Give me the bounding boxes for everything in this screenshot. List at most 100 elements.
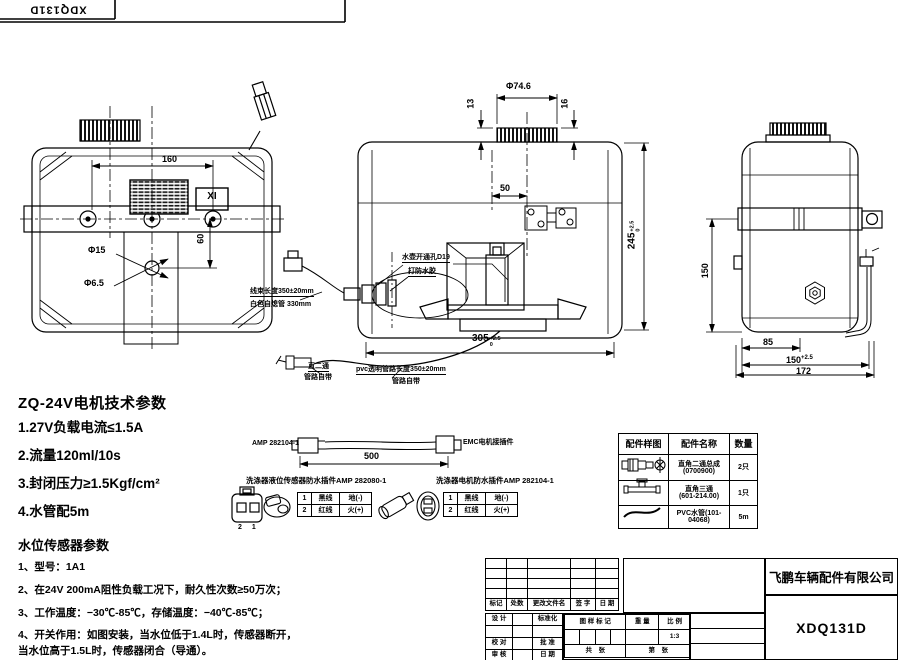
parts-header-qty: 数量 <box>729 433 758 455</box>
dim-60: 60 <box>195 233 206 244</box>
part-name-cell: PVC水管(101-04068) <box>668 505 730 529</box>
sensor-spec-item: 4、开关作用：如图安装，当水位低于1.4L时，传感器断开， <box>18 629 297 641</box>
cable-left-connector-label: AMP 282104-1 <box>252 440 299 447</box>
drawing-number-cell: XDQ131D <box>765 595 898 660</box>
pin-signal: 地(-) <box>339 492 372 505</box>
parts-table: 配件样图 配件名称 数量 直角二通总成(0700900) 2只 直角三通(601… <box>618 433 758 529</box>
dim-245-value: 245 <box>626 232 638 250</box>
sheet-index: 第 张 <box>625 644 691 658</box>
dim-85: 85 <box>763 337 774 347</box>
dim-172: 172 <box>796 366 812 376</box>
cable-right-connector-label: EMC电机接插件 <box>463 439 514 446</box>
motor-connector-title: 洗涤器电机防水插件AMP 282104-1 <box>436 476 554 485</box>
dim-13: 13 <box>465 98 476 109</box>
label-pvc-tube: pvc透明管路长度350±20mm <box>356 366 446 376</box>
part-name: PVC水管(101-04068) <box>676 510 722 524</box>
sensor-spec-item: 1、型号：1A1 <box>18 561 86 573</box>
weight-header: 重 量 <box>625 614 660 630</box>
mark-header: 图 样 标 记 <box>563 614 627 630</box>
pin-no: 2 <box>443 504 458 517</box>
corner-drawing-code: XDQ131D <box>29 3 87 16</box>
table-row <box>485 588 619 599</box>
label-harness-length: 线束长度350±20mm <box>250 288 314 298</box>
side-view <box>706 122 883 378</box>
parts-header-name: 配件名称 <box>668 433 730 455</box>
pin-signal: 火(+) <box>339 504 372 517</box>
sheet-corner-frame <box>0 0 346 23</box>
table-row: 1:3 <box>563 629 691 645</box>
table-row: 1 黑线 地(-) <box>297 492 372 505</box>
part-name: 直角二通总成 <box>678 460 720 468</box>
company-cell: 飞鹏车辆配件有限公司 <box>765 558 898 595</box>
detail-ref-xi: XI <box>207 191 217 202</box>
drawing-number: XDQ131D <box>796 619 867 636</box>
dim-150b-tol: +2.5 <box>801 355 813 361</box>
tol-dn: 0 <box>634 228 641 232</box>
motor-specs-title: ZQ-24V电机技术参数 <box>18 395 167 412</box>
table-row: 图 样 标 记 重 量 比 例 <box>563 614 691 630</box>
sheet-total: 共 张 <box>563 644 627 658</box>
motor-spec-item: 1.27V负载电流≤1.5A <box>18 420 144 435</box>
table-row: 设 计 标准化 <box>485 613 563 626</box>
dia-cap-74-6: Φ74.6 <box>506 81 531 91</box>
pin-wire: 黑线 <box>311 492 340 505</box>
table-row: 校 对 批 准 <box>485 637 563 650</box>
tol-up: +2.5 <box>489 336 501 342</box>
dim-500: 500 <box>364 451 380 461</box>
part-code: (0700900) <box>683 467 715 475</box>
motor-spec-item: 3.封闭压力≥1.5Kgf/cm² <box>18 476 160 491</box>
table-row <box>485 558 619 569</box>
dim-16: 16 <box>559 98 570 109</box>
rev-header: 标记 <box>485 598 507 611</box>
audit-label: 审 核 <box>485 649 513 660</box>
cable-assembly <box>291 435 462 468</box>
parts-header-sketch: 配件样图 <box>618 433 669 455</box>
dim-305-value: 305 <box>472 333 489 344</box>
motor-spec-item: 4.水管配5m <box>18 504 90 519</box>
table-row: 标记 处数 更改文件名 签 字 日 期 <box>485 598 619 611</box>
company-name: 飞鹏车辆配件有限公司 <box>768 571 894 585</box>
table-row: 2 红线 火(+) <box>297 504 372 517</box>
table-row: PVC水管(101-04068) 5m <box>618 505 758 529</box>
part-sketch-cell <box>618 505 669 529</box>
motor-connector-front-icon <box>416 491 440 521</box>
part-name: 直角三通 <box>685 486 713 493</box>
table-row: 1 黑线 地(-) <box>443 492 518 505</box>
table-row: 审 核 日 期 <box>485 649 563 660</box>
sensor-connector-title: 洗涤器液位传感器防水插件AMP 282080-1 <box>246 476 387 485</box>
harness-plug <box>251 80 277 121</box>
product-nameplate <box>129 179 189 215</box>
middle-view <box>275 94 649 379</box>
pin-wire: 红线 <box>457 504 486 517</box>
title-block-empty-column <box>690 613 765 660</box>
table-row <box>485 578 619 589</box>
part-qty: 1只 <box>729 480 758 506</box>
label-elbow-note: 管路自带 <box>304 374 332 381</box>
dim-150b-value: 150 <box>786 355 802 365</box>
tol-dn: 0 <box>489 341 493 348</box>
table-row: 2 红线 火(+) <box>443 504 518 517</box>
label-kettle-hole: 水壶开通孔D19 <box>402 254 450 264</box>
table-row: 配件样图 配件名称 数量 <box>618 433 758 455</box>
label-waterproof-glue: 打防水胶 <box>408 268 436 278</box>
sensor-connector-pin-numbers: 2 1 <box>238 524 260 531</box>
label-pvc-note: 管路自带 <box>392 378 420 385</box>
rev-header: 签 字 <box>570 598 596 611</box>
signature-block: 设 计 标准化 校 对 批 准 审 核 日 期 <box>485 613 563 660</box>
drawing-name-cell <box>623 558 765 613</box>
rev-header: 更改文件名 <box>527 598 571 611</box>
part-qty: 5m <box>729 505 758 529</box>
pin-no: 1 <box>297 492 312 505</box>
motor-pinout-table: 1 黑线 地(-) 2 红线 火(+) <box>443 492 518 517</box>
sensor-connector-front-icon <box>231 486 263 523</box>
check-label: 校 对 <box>485 637 513 650</box>
dim-50: 50 <box>500 183 511 193</box>
pin-signal: 地(-) <box>485 492 518 505</box>
sensor-pinout-table: 1 黑线 地(-) 2 红线 火(+) <box>297 492 372 517</box>
sensor-connector-iso-icon <box>263 494 291 518</box>
pin-no: 1 <box>443 492 458 505</box>
